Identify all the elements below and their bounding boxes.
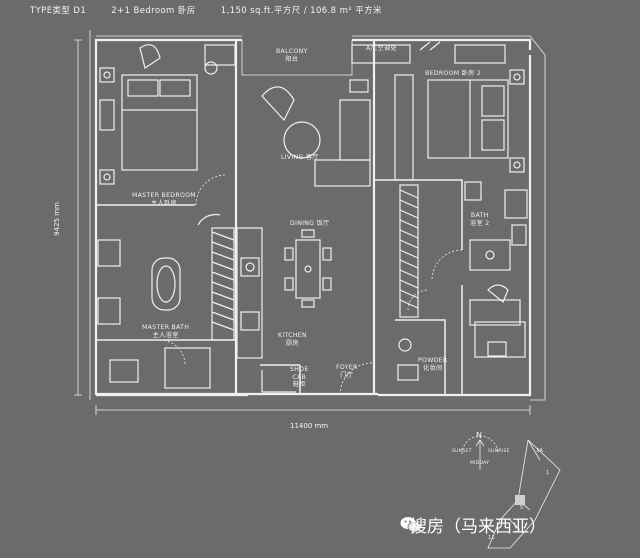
doors xyxy=(159,174,463,396)
master-bath-fixtures xyxy=(97,213,235,389)
compass-midday: MIDDAY xyxy=(470,461,490,466)
unit-area: 1,150 sq.ft.平方尺 / 106.8 m² 平方米 xyxy=(220,6,382,16)
bedroom2-bed xyxy=(419,41,525,173)
key-plan-label-5: 5 xyxy=(520,505,524,511)
compass-sunrise: SUNRISE xyxy=(488,449,510,454)
kitchen-label: KITCHEN 厨房 xyxy=(278,332,307,347)
bedroom2-label: BEDROOM 卧房 2 xyxy=(425,70,482,77)
wechat-icon xyxy=(400,517,422,533)
dimension-lines xyxy=(74,39,531,415)
master-bed xyxy=(99,44,236,185)
shoe-cab-label: SHOE CAB 鞋柜 xyxy=(290,366,309,388)
powder-label: POWDER 化妆间 xyxy=(418,357,448,372)
bath2-fixtures xyxy=(464,181,528,271)
bedroom-count: 2+1 Bedroom 卧房 xyxy=(111,6,196,16)
width-dimension: 11400 mm xyxy=(290,422,329,430)
outer-walls xyxy=(94,38,532,397)
watermark-text: 搜房（马来西亚） xyxy=(410,517,546,537)
foyer-label: FOYER 门厅 xyxy=(336,364,358,379)
balcony-label: BALCONY 阳台 xyxy=(276,48,308,63)
wardrobe xyxy=(394,74,419,318)
unit-type: TYPE类型 D1 xyxy=(30,6,87,16)
dining-label: DINING 饭厅 xyxy=(290,220,330,227)
ac-ledge-label: A/C空调处 xyxy=(366,45,398,52)
master-bath-label: MASTER BATH 主人浴室 xyxy=(142,324,190,339)
kitchen-counters xyxy=(236,227,296,393)
master-bedroom-label: MASTER BEDROOM 主人卧房 xyxy=(132,192,196,207)
powder-fixtures xyxy=(397,284,526,381)
living-label: LIVING 客厅 xyxy=(281,154,319,161)
bath-label: BATH 浴室 2 xyxy=(470,212,490,227)
interior-walls xyxy=(96,179,463,395)
key-plan xyxy=(487,439,561,549)
key-plan-label-3a: 3A xyxy=(536,448,544,454)
compass-north: N xyxy=(476,431,483,440)
compass-sunset: SUNSET xyxy=(452,449,472,454)
windows xyxy=(89,30,546,401)
compass-icon xyxy=(461,435,499,470)
dining-set xyxy=(284,229,332,308)
living-furniture xyxy=(261,44,411,187)
plan-header: TYPE类型 D1 2+1 Bedroom 卧房 1,150 sq.ft.平方尺… xyxy=(30,4,404,16)
key-plan-label-11: 11 xyxy=(488,535,495,541)
height-dimension: 9425 mm xyxy=(52,202,61,236)
key-plan-label-1: 1 xyxy=(546,470,550,476)
